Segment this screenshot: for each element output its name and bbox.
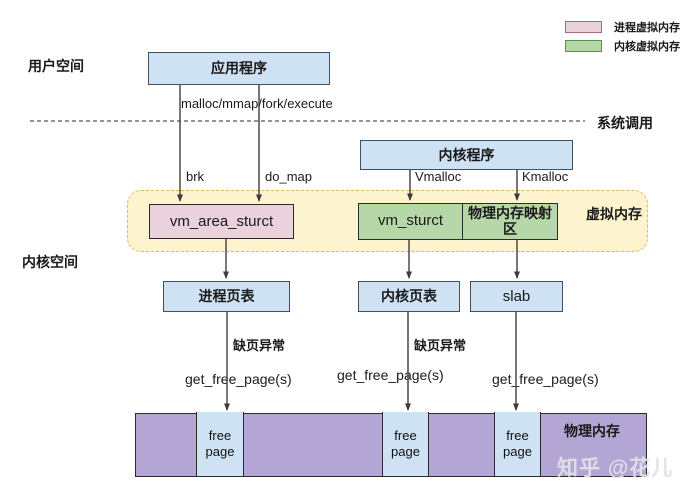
kernel-page-table-node: 内核页表 xyxy=(358,281,460,312)
get-free-page-label-3: get_free_page(s) xyxy=(492,371,599,387)
syscall-label: 系统调用 xyxy=(597,115,653,131)
kernel-program-node: 内核程序 xyxy=(360,140,573,170)
watermark: 知乎 @花儿 xyxy=(557,457,674,480)
kernel-space-label: 内核空间 xyxy=(22,254,78,270)
kmalloc-edge-label: Kmalloc xyxy=(522,169,569,184)
brk-edge-label: brk xyxy=(186,169,205,184)
legend-swatch-green xyxy=(565,40,602,52)
phys-map-area-node: 物理内存映射区 xyxy=(462,203,558,240)
free-page-cell-2: free page xyxy=(382,412,429,477)
app-program-node: 应用程序 xyxy=(148,52,330,85)
legend-label: 内核虚拟内存 xyxy=(614,41,680,53)
malloc-edge-label: malloc/mmap/fork/execute xyxy=(181,96,333,111)
virtual-memory-label: 虚拟内存 xyxy=(586,206,642,222)
get-free-page-label-1: get_free_page(s) xyxy=(185,371,292,387)
user-space-label: 用户空间 xyxy=(28,58,84,74)
vmalloc-edge-label: Vmalloc xyxy=(415,169,462,184)
free-page-cell-1: free page xyxy=(196,412,244,477)
page-fault-label-2: 缺页异常 xyxy=(414,338,467,353)
kernel-vm-combo-node: vm_sturct 物理内存映射区 xyxy=(358,203,558,240)
legend-swatch-pink xyxy=(565,21,602,33)
slab-node: slab xyxy=(470,281,563,312)
legend-item-process-vm: 进程虚拟内存 xyxy=(565,19,680,35)
page-fault-label-1: 缺页异常 xyxy=(233,338,286,353)
proc-page-table-node: 进程页表 xyxy=(163,281,290,312)
legend-label: 进程虚拟内存 xyxy=(614,22,680,34)
physical-memory-bar: free page free page free page 物理内存 xyxy=(135,412,647,477)
legend-item-kernel-vm: 内核虚拟内存 xyxy=(565,38,680,54)
vm-area-struct-node: vm_area_sturct xyxy=(149,204,294,239)
free-page-cell-3: free page xyxy=(494,412,541,477)
do-map-edge-label: do_map xyxy=(265,169,312,184)
get-free-page-label-2: get_free_page(s) xyxy=(337,367,444,383)
vm-struct-node: vm_sturct xyxy=(358,203,462,240)
physical-memory-label: 物理内存 xyxy=(564,423,620,439)
